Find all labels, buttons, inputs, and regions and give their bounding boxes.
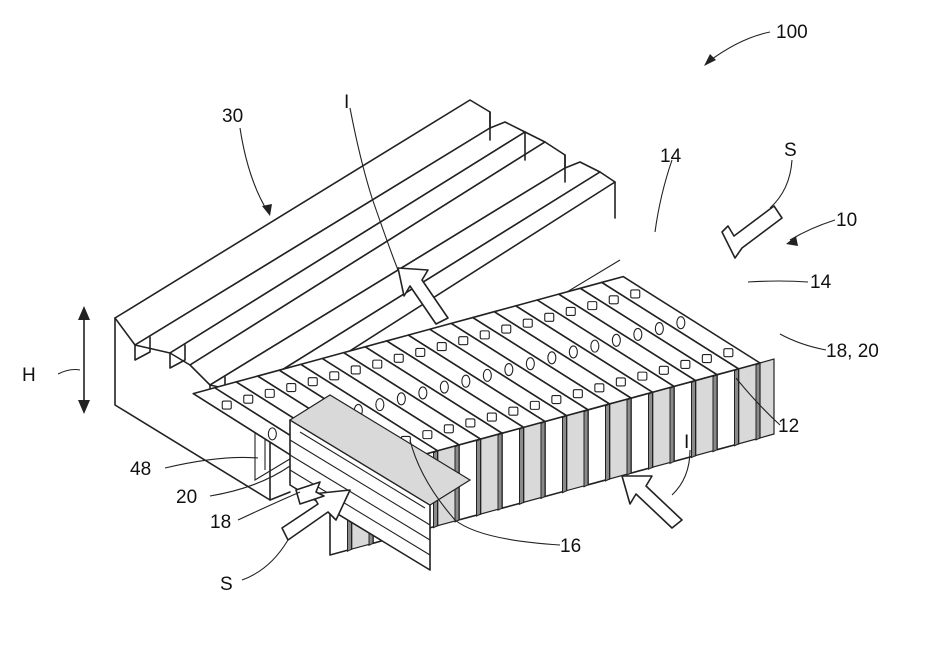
cell-separator <box>627 398 631 475</box>
label-30: 30 <box>222 106 243 127</box>
cell-separator <box>541 422 545 499</box>
label-10: 10 <box>836 210 857 231</box>
label-18: 18 <box>210 512 231 533</box>
cell-separator <box>584 410 588 487</box>
leader-18-20 <box>780 334 826 350</box>
leader-H <box>58 370 80 375</box>
label-s-top: S <box>784 140 797 161</box>
cell-separator <box>520 427 524 504</box>
cell-separator <box>563 416 567 493</box>
airflow-arrow-i-bottom <box>622 476 682 528</box>
label-14-right: 14 <box>810 272 832 293</box>
leader-14-right <box>748 281 808 282</box>
label-48: 48 <box>130 459 151 480</box>
cell-separator <box>692 381 696 458</box>
cell-separator <box>649 392 653 469</box>
leader-S-top <box>770 160 792 208</box>
leader-10 <box>790 220 835 240</box>
leader-14-top <box>655 160 672 232</box>
leader-100 <box>708 32 770 62</box>
label-h: H <box>22 365 36 386</box>
height-arrow <box>78 306 90 414</box>
cell-separator <box>477 439 481 516</box>
leader-30 <box>240 128 268 212</box>
label-20: 20 <box>176 487 197 508</box>
cell-separator <box>713 375 717 452</box>
airflow-arrow-s-top <box>722 206 782 258</box>
label-14-top: 14 <box>660 146 682 167</box>
label-16: 16 <box>560 536 581 557</box>
label-s-bottom: S <box>220 574 233 595</box>
cell-separator <box>670 386 674 463</box>
cell-separator <box>606 404 610 481</box>
label-18-20: 18, 20 <box>826 341 879 362</box>
label-i-bottom: I <box>684 432 689 453</box>
rear-end-plate <box>760 359 774 438</box>
leader-S-bottom <box>242 540 288 580</box>
label-12: 12 <box>778 416 799 437</box>
label-100: 100 <box>776 22 808 43</box>
label-i-top: I <box>344 92 349 113</box>
cell-separator <box>498 433 502 510</box>
